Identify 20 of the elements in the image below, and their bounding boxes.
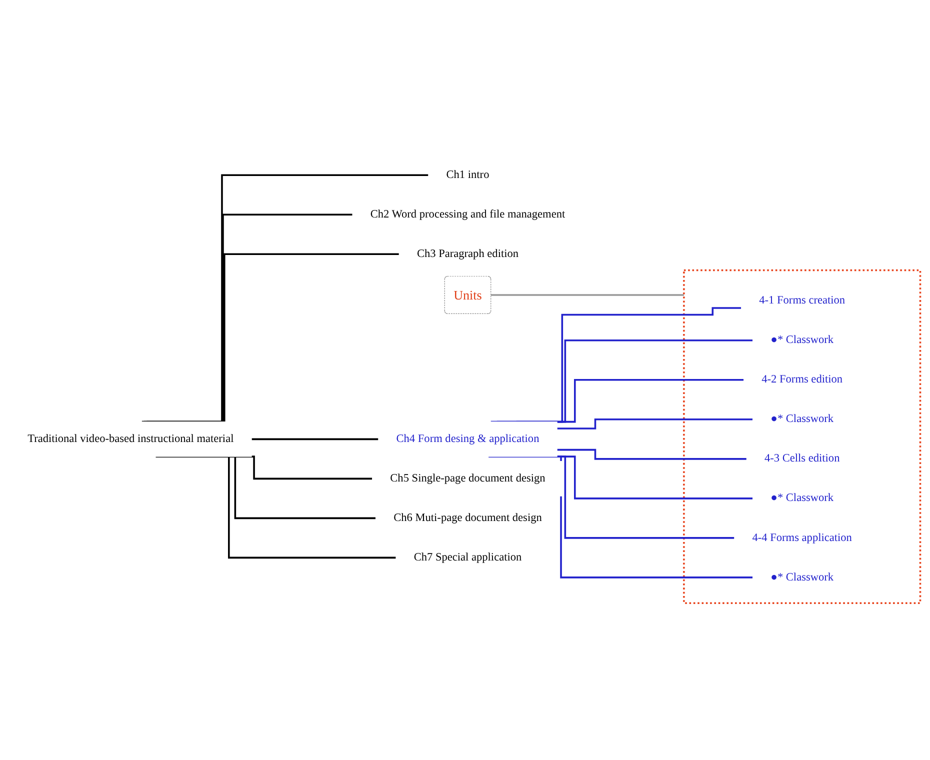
node-text: 4-1 Forms creation: [759, 294, 846, 306]
connector: [490, 294, 684, 296]
connector: [557, 448, 747, 460]
node-text: ●* Classwork: [770, 333, 834, 346]
node-text: ●* Classwork: [770, 412, 834, 425]
node-text: Ch2 Word processing and file management: [370, 208, 566, 220]
node-text: 4-3 Cells edition: [764, 452, 840, 464]
connector: [488, 455, 753, 578]
node-text: 4-4 Forms application: [752, 530, 852, 544]
connector: [557, 418, 753, 429]
node-text: ●* Classwork: [770, 570, 834, 583]
cluster: [683, 268, 922, 604]
connector: [252, 438, 378, 440]
node-text: Ch3 Paragraph edition: [416, 247, 519, 260]
node-text: ●* Classwork: [770, 491, 834, 504]
node-text: Ch7 Special application: [414, 550, 522, 564]
node-text: 4-2 Forms edition: [762, 372, 843, 386]
node-text: Ch6 Muti-page document design: [394, 511, 542, 524]
connector: [156, 455, 396, 558]
node-text: Ch1 intro: [446, 168, 490, 180]
